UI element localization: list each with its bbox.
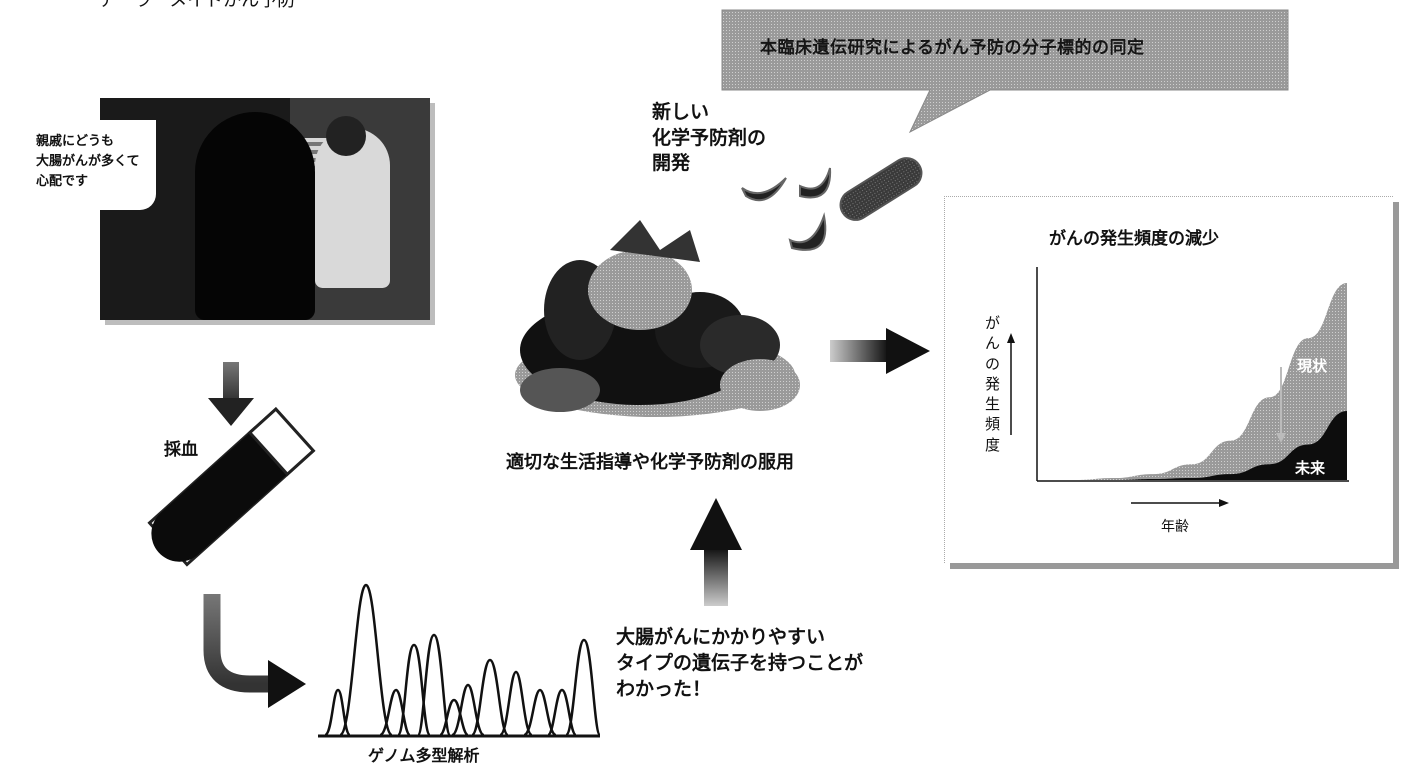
area-series-0 (1037, 283, 1347, 480)
area-series-1 (1037, 411, 1347, 480)
genetic-result-text: 大腸がんにかかりやすい タイプの遺伝子を持つことが わかった！ (616, 626, 864, 701)
chart-plot-area (1007, 267, 1349, 507)
x-arrow-head (1219, 499, 1229, 507)
chart-panel: がんの発生頻度の減少 がんの発生頻度 年齢 現状 未来 (944, 196, 1393, 563)
new-drug-label: 新しい 化学予防剤の 開発 (652, 101, 767, 175)
prevention-caption: 適切な生活指導や化学予防剤の服用 (506, 452, 794, 473)
chart-y-label: がんの発生頻度 (985, 314, 1001, 454)
patient-speech-bubble: 親戚にどうも 大腸がんが多くて 心配です (8, 120, 156, 210)
speech-bubble-text: 本臨床遺伝研究によるがん予防の分子標的の同定 (760, 38, 1145, 58)
patient-figure (195, 112, 315, 320)
genome-analysis-label: ゲノム多型解析 (368, 746, 480, 765)
reduction-arrow-head (1276, 433, 1286, 443)
series-label-current: 現状 (1297, 357, 1328, 375)
doctor-head (326, 116, 366, 156)
diagram-title: テーラーメイドがん予防 (98, 0, 296, 11)
consultation-photo (100, 98, 430, 320)
chart-x-label: 年齢 (1161, 519, 1189, 535)
blood-sampling-label: 採血 (164, 440, 198, 460)
chart-title: がんの発生頻度の減少 (1049, 229, 1219, 249)
y-arrow-head (1007, 333, 1015, 343)
series-label-future: 未来 (1295, 459, 1326, 477)
